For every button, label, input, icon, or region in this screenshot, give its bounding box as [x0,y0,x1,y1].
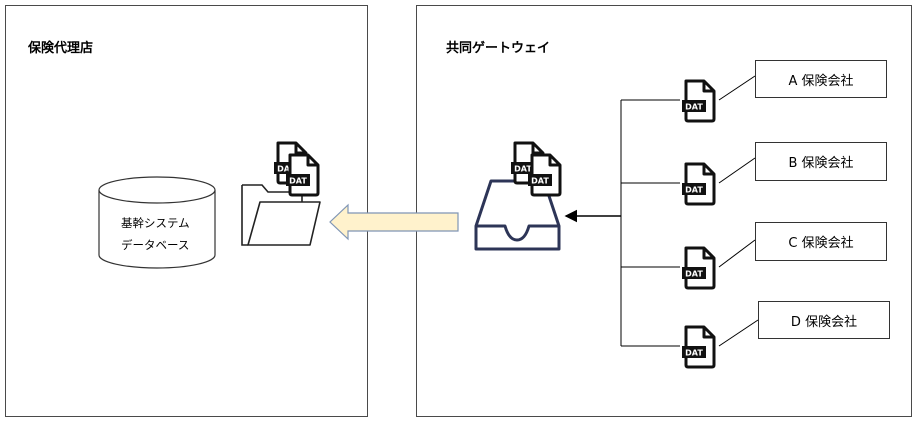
database-label-line2: データベース [121,238,190,252]
database-cylinder-icon [98,176,216,269]
company-c-box: C 保険会社 [755,222,887,261]
gateway-title: 共同ゲートウェイ [446,41,551,56]
dat-file-icon [680,79,716,123]
dat-file-icon [680,246,716,290]
company-a-box: A 保険会社 [755,60,887,98]
dat-file-icon [284,153,320,197]
folder-icon [241,184,321,246]
transfer-arrow [329,203,459,241]
database-label: 基幹システム データベース [121,212,190,256]
database-label-line1: 基幹システム [121,216,190,230]
dat-file-icon [526,153,562,197]
agency-title: 保険代理店 [28,41,94,56]
company-b-box: B 保険会社 [755,142,887,181]
connector-lines [620,75,759,347]
dat-file-icon [680,325,716,369]
dat-file-icon [680,162,716,206]
company-d-box: D 保険会社 [758,301,890,339]
